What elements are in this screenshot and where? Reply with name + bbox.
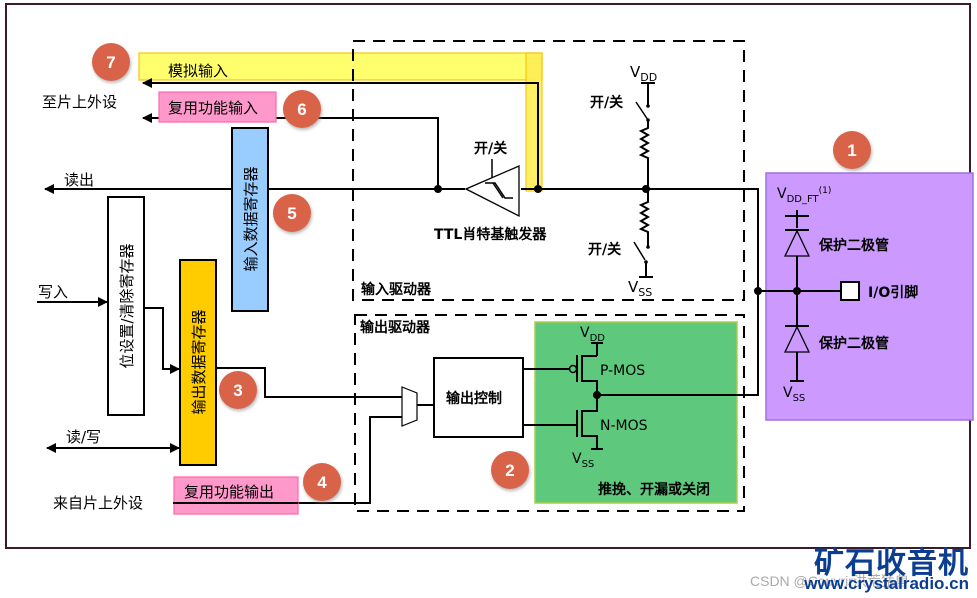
from-onchip-peripheral-label: 来自片上外设: [53, 494, 143, 512]
badge-2: 2: [491, 451, 529, 489]
schmitt-trigger-label: TTL肖特基触发器: [434, 226, 547, 243]
svg-text:6: 6: [297, 100, 306, 119]
pmos-label: P-MOS: [600, 363, 645, 379]
input-vss-label: VSS: [628, 278, 652, 299]
badge-1: 1: [833, 131, 871, 169]
odr-to-mux-line: [216, 367, 402, 398]
badge-6: 6: [283, 90, 321, 128]
alt-function-input-label: 复用功能输入: [168, 99, 258, 117]
read-write-label: 读/写: [66, 428, 101, 446]
output-vdd-label: VDD: [580, 325, 605, 344]
nmos-label: N-MOS: [600, 418, 648, 434]
alt-function-input-label-bg: [158, 91, 277, 123]
protection-block: [765, 172, 974, 421]
pull-up-down-network: [633, 82, 655, 278]
alt-function-input-line: [142, 113, 439, 187]
top-diode-label: 保护二极管: [818, 237, 889, 254]
schmitt-trigger-symbol: [464, 159, 520, 218]
input-driver-box: [352, 40, 745, 301]
input-vdd-label: VDD: [630, 63, 657, 84]
io-pin-pad: [840, 281, 860, 301]
bottom-diode-label: 保护二极管: [818, 335, 889, 352]
badge-4: 4: [303, 463, 341, 501]
output-mode-label: 推挽、开漏或关闭: [598, 481, 710, 498]
svg-text:7: 7: [106, 53, 115, 72]
schmitt-switch-label: 开/关: [474, 140, 507, 157]
output-data-register-label: 输出数据寄存器: [190, 309, 208, 414]
badge-5: 5: [273, 194, 311, 232]
analog-input-line: [142, 78, 539, 189]
bit-set-reset-register-label: 位设置/清除寄存器: [118, 243, 136, 368]
alt-function-output-label-bg: [173, 476, 299, 515]
output-driver-box: [354, 314, 745, 512]
pullup-switch-label: 开/关: [590, 94, 623, 111]
svg-text:2: 2: [505, 461, 514, 480]
protection-vss-label: VSS: [783, 385, 805, 404]
brand-url-watermark: www.crystalradio.cn: [804, 574, 969, 593]
csdn-watermark: CSDN @Couvrir洪荒猛兽: [750, 573, 909, 589]
input-driver-title: 输入驱动器: [361, 281, 432, 298]
svg-text:3: 3: [233, 381, 242, 400]
bsrr-to-odr-line: [144, 307, 180, 374]
output-mux: [401, 386, 418, 427]
mos-transistors: [524, 342, 603, 450]
badge-7: 7: [92, 43, 130, 81]
output-control-label: 输出控制: [446, 390, 502, 407]
output-vss-label: VSS: [572, 451, 594, 470]
brand-watermark: 矿石收音机: [814, 546, 969, 581]
output-control-box: [433, 357, 524, 438]
analog-input-label: 模拟输入: [168, 62, 228, 80]
protection-diodes: [783, 210, 860, 382]
alt-function-output-label: 复用功能输出: [184, 483, 274, 501]
output-driver-title: 输出驱动器: [360, 319, 431, 336]
svg-text:1: 1: [847, 141, 856, 160]
input-data-register-label: 输入数据寄存器: [242, 166, 260, 271]
output-data-register: [179, 259, 217, 466]
output-to-pin-line: [597, 291, 759, 396]
badge-3: 3: [219, 371, 257, 409]
to-onchip-peripheral-label: 至片上外设: [42, 93, 117, 111]
svg-text:5: 5: [287, 204, 296, 223]
analog-input-highlight: [138, 52, 543, 192]
pulldown-switch-label: 开/关: [588, 241, 621, 258]
vdd-ft-label: VDD_FT(1): [777, 186, 831, 205]
input-data-register: [231, 127, 269, 312]
io-pin-label: I/O引脚: [868, 285, 918, 301]
svg-text:4: 4: [317, 473, 327, 492]
bit-set-reset-register: [107, 196, 145, 416]
read-out-label: 读出: [64, 171, 94, 189]
output-stage-block: [534, 321, 738, 504]
write-in-label: 写入: [38, 283, 68, 301]
